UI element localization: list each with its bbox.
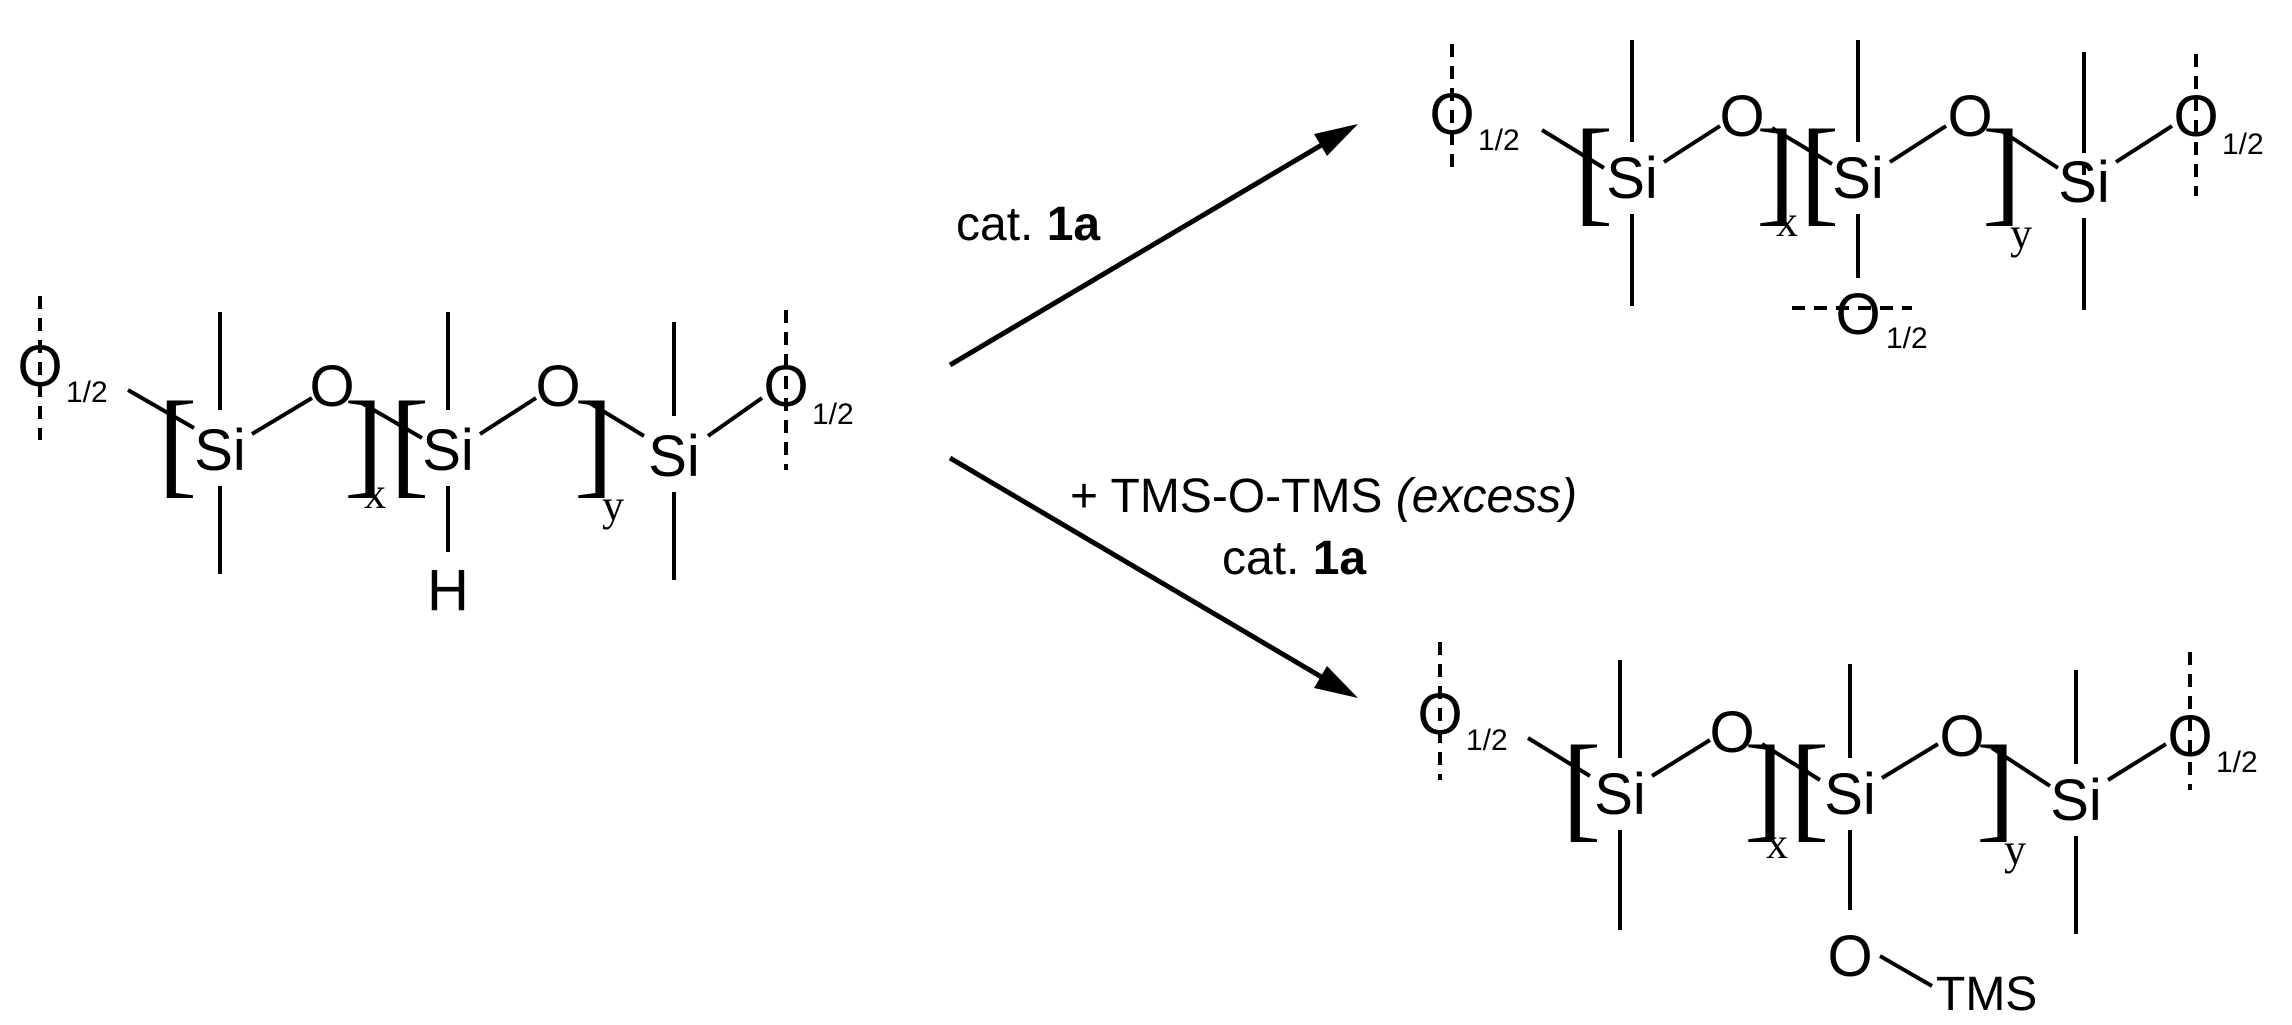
bond	[478, 396, 538, 436]
arrow-top	[948, 137, 1332, 368]
bracket-open: [	[1800, 105, 1839, 236]
bottom-arrow-reagent: + TMS-O-TMS (excess)	[1070, 470, 1577, 523]
bottom-arrow-catalyst: cat. 1a	[1222, 532, 1366, 585]
silicon-atom: Si	[648, 424, 700, 489]
oxygen-atom: O	[309, 354, 354, 419]
tms-group: TMS	[1936, 968, 2037, 1021]
reaction-arrows	[948, 124, 1358, 698]
silicon-atom: Si	[194, 418, 246, 483]
bond	[2106, 742, 2168, 782]
arrowhead-icon	[1314, 124, 1358, 156]
oxygen-half-left: O	[17, 334, 62, 399]
bracket-open: [	[1562, 721, 1601, 852]
bond	[1760, 742, 1822, 782]
bond	[586, 400, 646, 438]
tms-capped-product: O 1/2 [ Si O ] x [ Si O TMS O ] y Si O 1…	[1417, 642, 2258, 1021]
oxygen-atom: O	[535, 354, 580, 419]
oxygen-half-right: O	[763, 354, 808, 419]
half-label: 1/2	[812, 398, 854, 431]
oxygen-atom: O	[1709, 700, 1754, 765]
bond	[1888, 124, 1948, 164]
oxygen-atom: O	[1719, 84, 1764, 149]
index-x: x	[364, 469, 386, 518]
bond	[1540, 128, 1606, 170]
oxygen-half-left: O	[1429, 82, 1474, 147]
hydrogen-atom: H	[427, 558, 469, 623]
bracket-close: ]	[574, 377, 613, 508]
bond	[127, 388, 195, 430]
half-label: 1/2	[1478, 124, 1520, 157]
silicon-atom: Si	[1832, 146, 1884, 211]
index-x: x	[1776, 197, 1798, 246]
index-y: y	[2010, 209, 2032, 258]
silicon-atom: Si	[1606, 146, 1658, 211]
silicon-atom: Si	[422, 418, 474, 483]
bond	[2114, 124, 2174, 164]
oxygen-half-bottom: O	[1835, 282, 1880, 347]
silicon-atom: Si	[2058, 150, 2110, 215]
top-arrow-catalyst: cat. 1a	[956, 198, 1100, 251]
bond	[1998, 128, 2060, 170]
silicon-atom: Si	[1824, 762, 1876, 827]
bond	[1990, 746, 2052, 788]
oxygen-atom: O	[1939, 704, 1984, 769]
starting-polymer: O 1/2 [ Si O ] x [ Si H O ] y Si O 1/2	[17, 296, 854, 623]
silicon-atom: Si	[1594, 762, 1646, 827]
bracket-close: ]	[344, 377, 383, 508]
oxygen-atom: O	[1827, 924, 1872, 989]
half-label: 1/2	[2216, 746, 2258, 779]
bond	[1662, 124, 1722, 164]
bond	[1526, 736, 1592, 778]
oxygen-half-right: O	[2173, 84, 2218, 149]
half-label: 1/2	[2222, 128, 2264, 161]
silicon-atom: Si	[2050, 768, 2102, 833]
bond	[250, 396, 314, 436]
arrow-bottom	[948, 455, 1332, 685]
arrowhead-icon	[1314, 666, 1358, 698]
bond	[1879, 954, 1933, 988]
oxygen-atom: O	[1947, 84, 1992, 149]
index-x: x	[1766, 819, 1788, 868]
half-label: 1/2	[1886, 322, 1928, 355]
oxygen-half-left: O	[1417, 682, 1462, 747]
bracket-close: ]	[1976, 721, 2015, 852]
bracket-close: ]	[1756, 105, 1795, 236]
bond	[358, 400, 424, 440]
bond	[1770, 126, 1834, 166]
index-y: y	[602, 481, 624, 530]
bracket-open: [	[158, 377, 197, 508]
bracket-open: [	[390, 377, 429, 508]
half-label: 1/2	[66, 376, 108, 409]
half-label: 1/2	[1466, 724, 1508, 757]
bond	[706, 396, 764, 438]
crosslinked-product: O 1/2 [ Si O ] x [ Si O 1/2 O ] y Si O 1…	[1429, 40, 2264, 355]
bracket-open: [	[1790, 721, 1829, 852]
bracket-open: [	[1574, 105, 1613, 236]
bond	[1880, 742, 1940, 780]
index-y: y	[2004, 825, 2026, 874]
oxygen-half-right: O	[2167, 704, 2212, 769]
bracket-close: ]	[1982, 105, 2021, 236]
bond	[1650, 738, 1712, 778]
